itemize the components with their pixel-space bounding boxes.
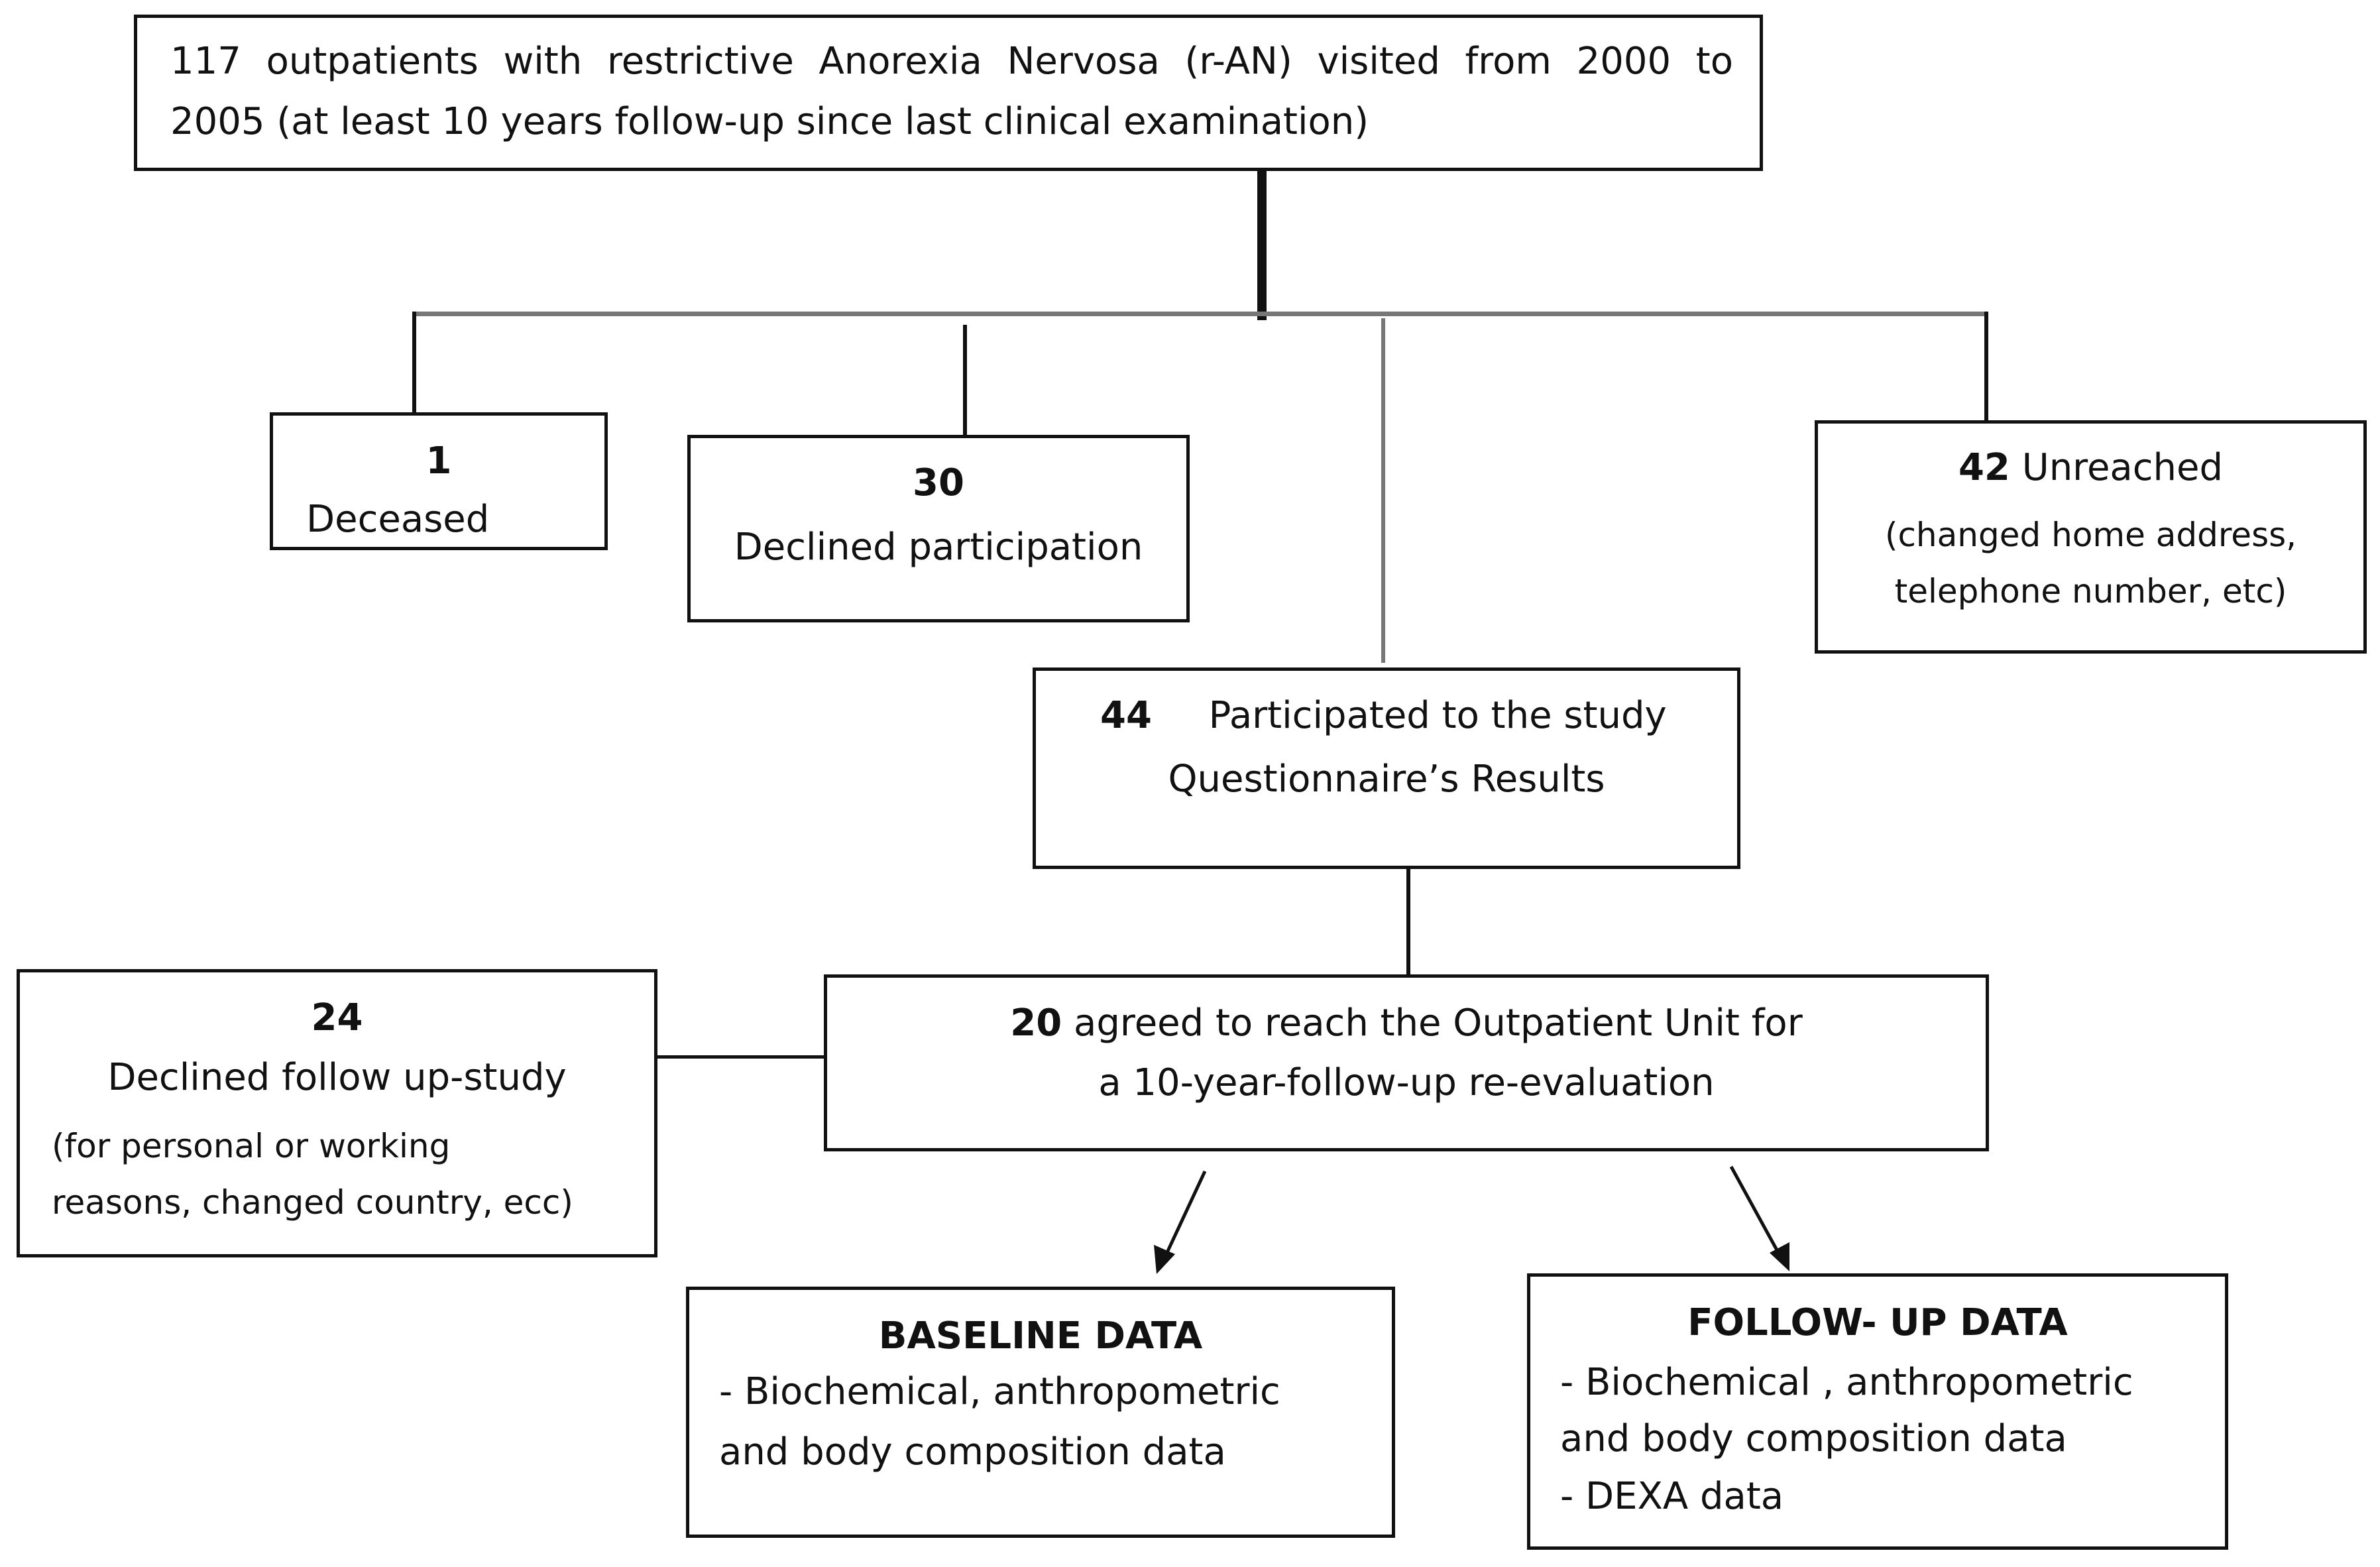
unreached-note-line2: telephone number, etc) bbox=[1894, 572, 2287, 610]
box-unreached bbox=[1815, 420, 2367, 654]
arrowhead-followup bbox=[1770, 1242, 1789, 1271]
participated-heading: 44 Participated to the study bbox=[1100, 692, 1667, 740]
declined-follow-note-line1: (for personal or working bbox=[52, 1127, 451, 1165]
total-outpatients-line2: 2005 (at least 10 years follow-up since … bbox=[170, 100, 1369, 143]
box-total-outpatients bbox=[134, 15, 1763, 171]
participated-label: Participated to the study bbox=[1208, 694, 1667, 737]
connector-participated-to-agreed bbox=[1406, 867, 1410, 974]
box-agreed bbox=[824, 974, 1989, 1151]
declined-participation-count: 30 bbox=[913, 461, 964, 504]
participated-count: 44 bbox=[1100, 694, 1152, 737]
box-deceased bbox=[270, 412, 608, 550]
arrow-to-followup bbox=[1729, 1165, 1782, 1257]
baseline-line1: - Biochemical, anthropometric bbox=[719, 1370, 1280, 1413]
connector-horizontal-branch bbox=[414, 312, 1988, 316]
agreed-heading: 20 agreed to reach the Outpatient Unit f… bbox=[824, 1000, 1989, 1048]
unreached-note-line1: (changed home address, bbox=[1884, 516, 2297, 554]
connector-deceased bbox=[412, 312, 416, 418]
declined-follow-count: 24 bbox=[311, 996, 363, 1039]
declined-follow-label: Declined follow up-study bbox=[107, 1056, 567, 1099]
connector-declined bbox=[963, 325, 967, 437]
agreed-label: agreed to reach the Outpatient Unit for bbox=[1074, 1002, 1803, 1045]
baseline-title: BASELINE DATA bbox=[878, 1314, 1203, 1358]
box-participated bbox=[1033, 667, 1740, 869]
total-outpatients-line1: 117 outpatients with restrictive Anorexi… bbox=[170, 40, 1733, 83]
box-declined-participation bbox=[687, 435, 1190, 622]
deceased-label: Deceased bbox=[306, 498, 490, 541]
followup-line3: - DEXA data bbox=[1560, 1475, 1784, 1518]
connector-unreached bbox=[1984, 312, 1988, 423]
unreached-label: Unreached bbox=[2021, 446, 2224, 489]
declined-participation-label: Declined participation bbox=[734, 526, 1143, 569]
declined-follow-note-line2: reasons, changed country, ecc) bbox=[52, 1183, 573, 1222]
baseline-line2: and body composition data bbox=[719, 1430, 1226, 1474]
followup-title: FOLLOW- UP DATA bbox=[1687, 1301, 2068, 1344]
connector-declined-follow bbox=[653, 1055, 827, 1059]
arrow-to-baseline bbox=[1162, 1170, 1207, 1259]
agreed-label2: a 10-year-follow-up re-evaluation bbox=[1098, 1061, 1715, 1104]
arrowhead-baseline bbox=[1154, 1245, 1175, 1274]
connector-top-stem bbox=[1257, 169, 1267, 320]
followup-line1: - Biochemical , anthropometric bbox=[1560, 1361, 2133, 1404]
connector-participated bbox=[1381, 318, 1385, 663]
agreed-count: 20 bbox=[1010, 1002, 1062, 1045]
unreached-heading: 42 Unreached bbox=[1815, 444, 2367, 493]
box-baseline-data bbox=[686, 1287, 1395, 1538]
unreached-count: 42 bbox=[1958, 446, 2010, 489]
deceased-count: 1 bbox=[425, 439, 452, 483]
followup-line2: and body composition data bbox=[1560, 1417, 2067, 1460]
box-declined-follow-up bbox=[17, 969, 657, 1257]
participated-label2: Questionnaire’s Results bbox=[1168, 758, 1605, 801]
box-follow-up-data bbox=[1527, 1273, 2228, 1550]
